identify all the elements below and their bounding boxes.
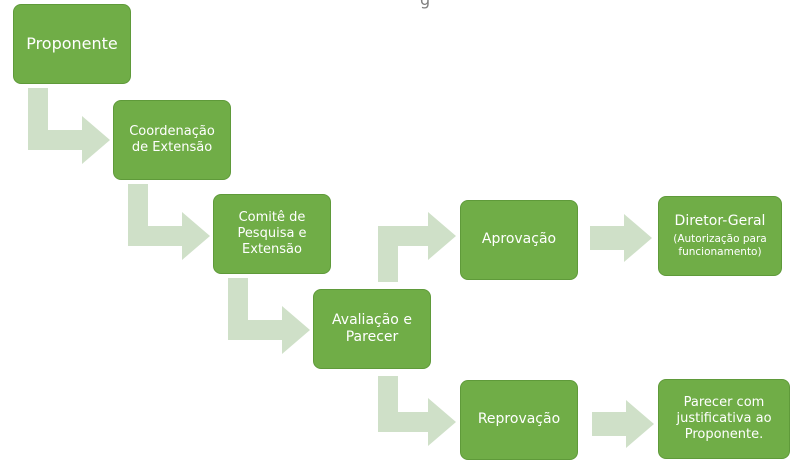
node-reprovacao: Reprovação <box>460 380 578 460</box>
node-comite: Comitê de Pesquisa e Extensão <box>213 194 331 274</box>
arrow-comite-avaliacao <box>228 278 310 354</box>
node-parecer: Parecer com justificativa ao Proponente. <box>658 379 790 459</box>
arrow-aprovacao-diretor <box>590 214 652 262</box>
top-cut-text: g <box>420 0 430 9</box>
node-aprovacao-label: Aprovação <box>481 231 557 248</box>
node-comite-line3: Extensão <box>242 242 302 258</box>
node-coordenacao-line1: Coordenação <box>129 123 215 139</box>
node-avaliacao: Avaliação e Parecer <box>313 289 431 369</box>
node-parecer-line1: Parecer com <box>683 394 765 410</box>
node-avaliacao-line1: Avaliação e <box>332 311 412 328</box>
node-proponente-label: Proponente <box>26 34 118 53</box>
arrow-avaliacao-reprovacao <box>378 376 456 446</box>
node-reprovacao-label: Reprovação <box>477 411 561 428</box>
node-avaliacao-line2: Parecer <box>345 329 399 345</box>
node-diretor-sub1: (Autorização para <box>673 233 767 246</box>
arrow-reprovacao-parecer <box>592 400 654 448</box>
node-diretor-title: Diretor-Geral <box>674 212 766 229</box>
arrow-proponente-coordenacao <box>28 88 110 164</box>
node-comite-line2: Pesquisa e <box>237 225 307 241</box>
node-diretor-geral: Diretor-Geral (Autorização para funciona… <box>658 196 782 276</box>
node-parecer-line3: Proponente. <box>684 427 764 443</box>
node-parecer-line2: justificativa ao <box>676 410 772 426</box>
node-comite-line1: Comitê de <box>238 209 306 225</box>
node-diretor-sub2: funcionamento) <box>678 246 762 259</box>
node-proponente: Proponente <box>13 4 131 84</box>
node-coordenacao-line2: de Extensão <box>131 140 213 155</box>
arrow-avaliacao-aprovacao-up <box>378 212 456 282</box>
node-coordenacao: Coordenação de Extensão <box>113 100 231 180</box>
node-aprovacao: Aprovação <box>460 200 578 280</box>
arrow-coordenacao-comite <box>128 184 210 260</box>
